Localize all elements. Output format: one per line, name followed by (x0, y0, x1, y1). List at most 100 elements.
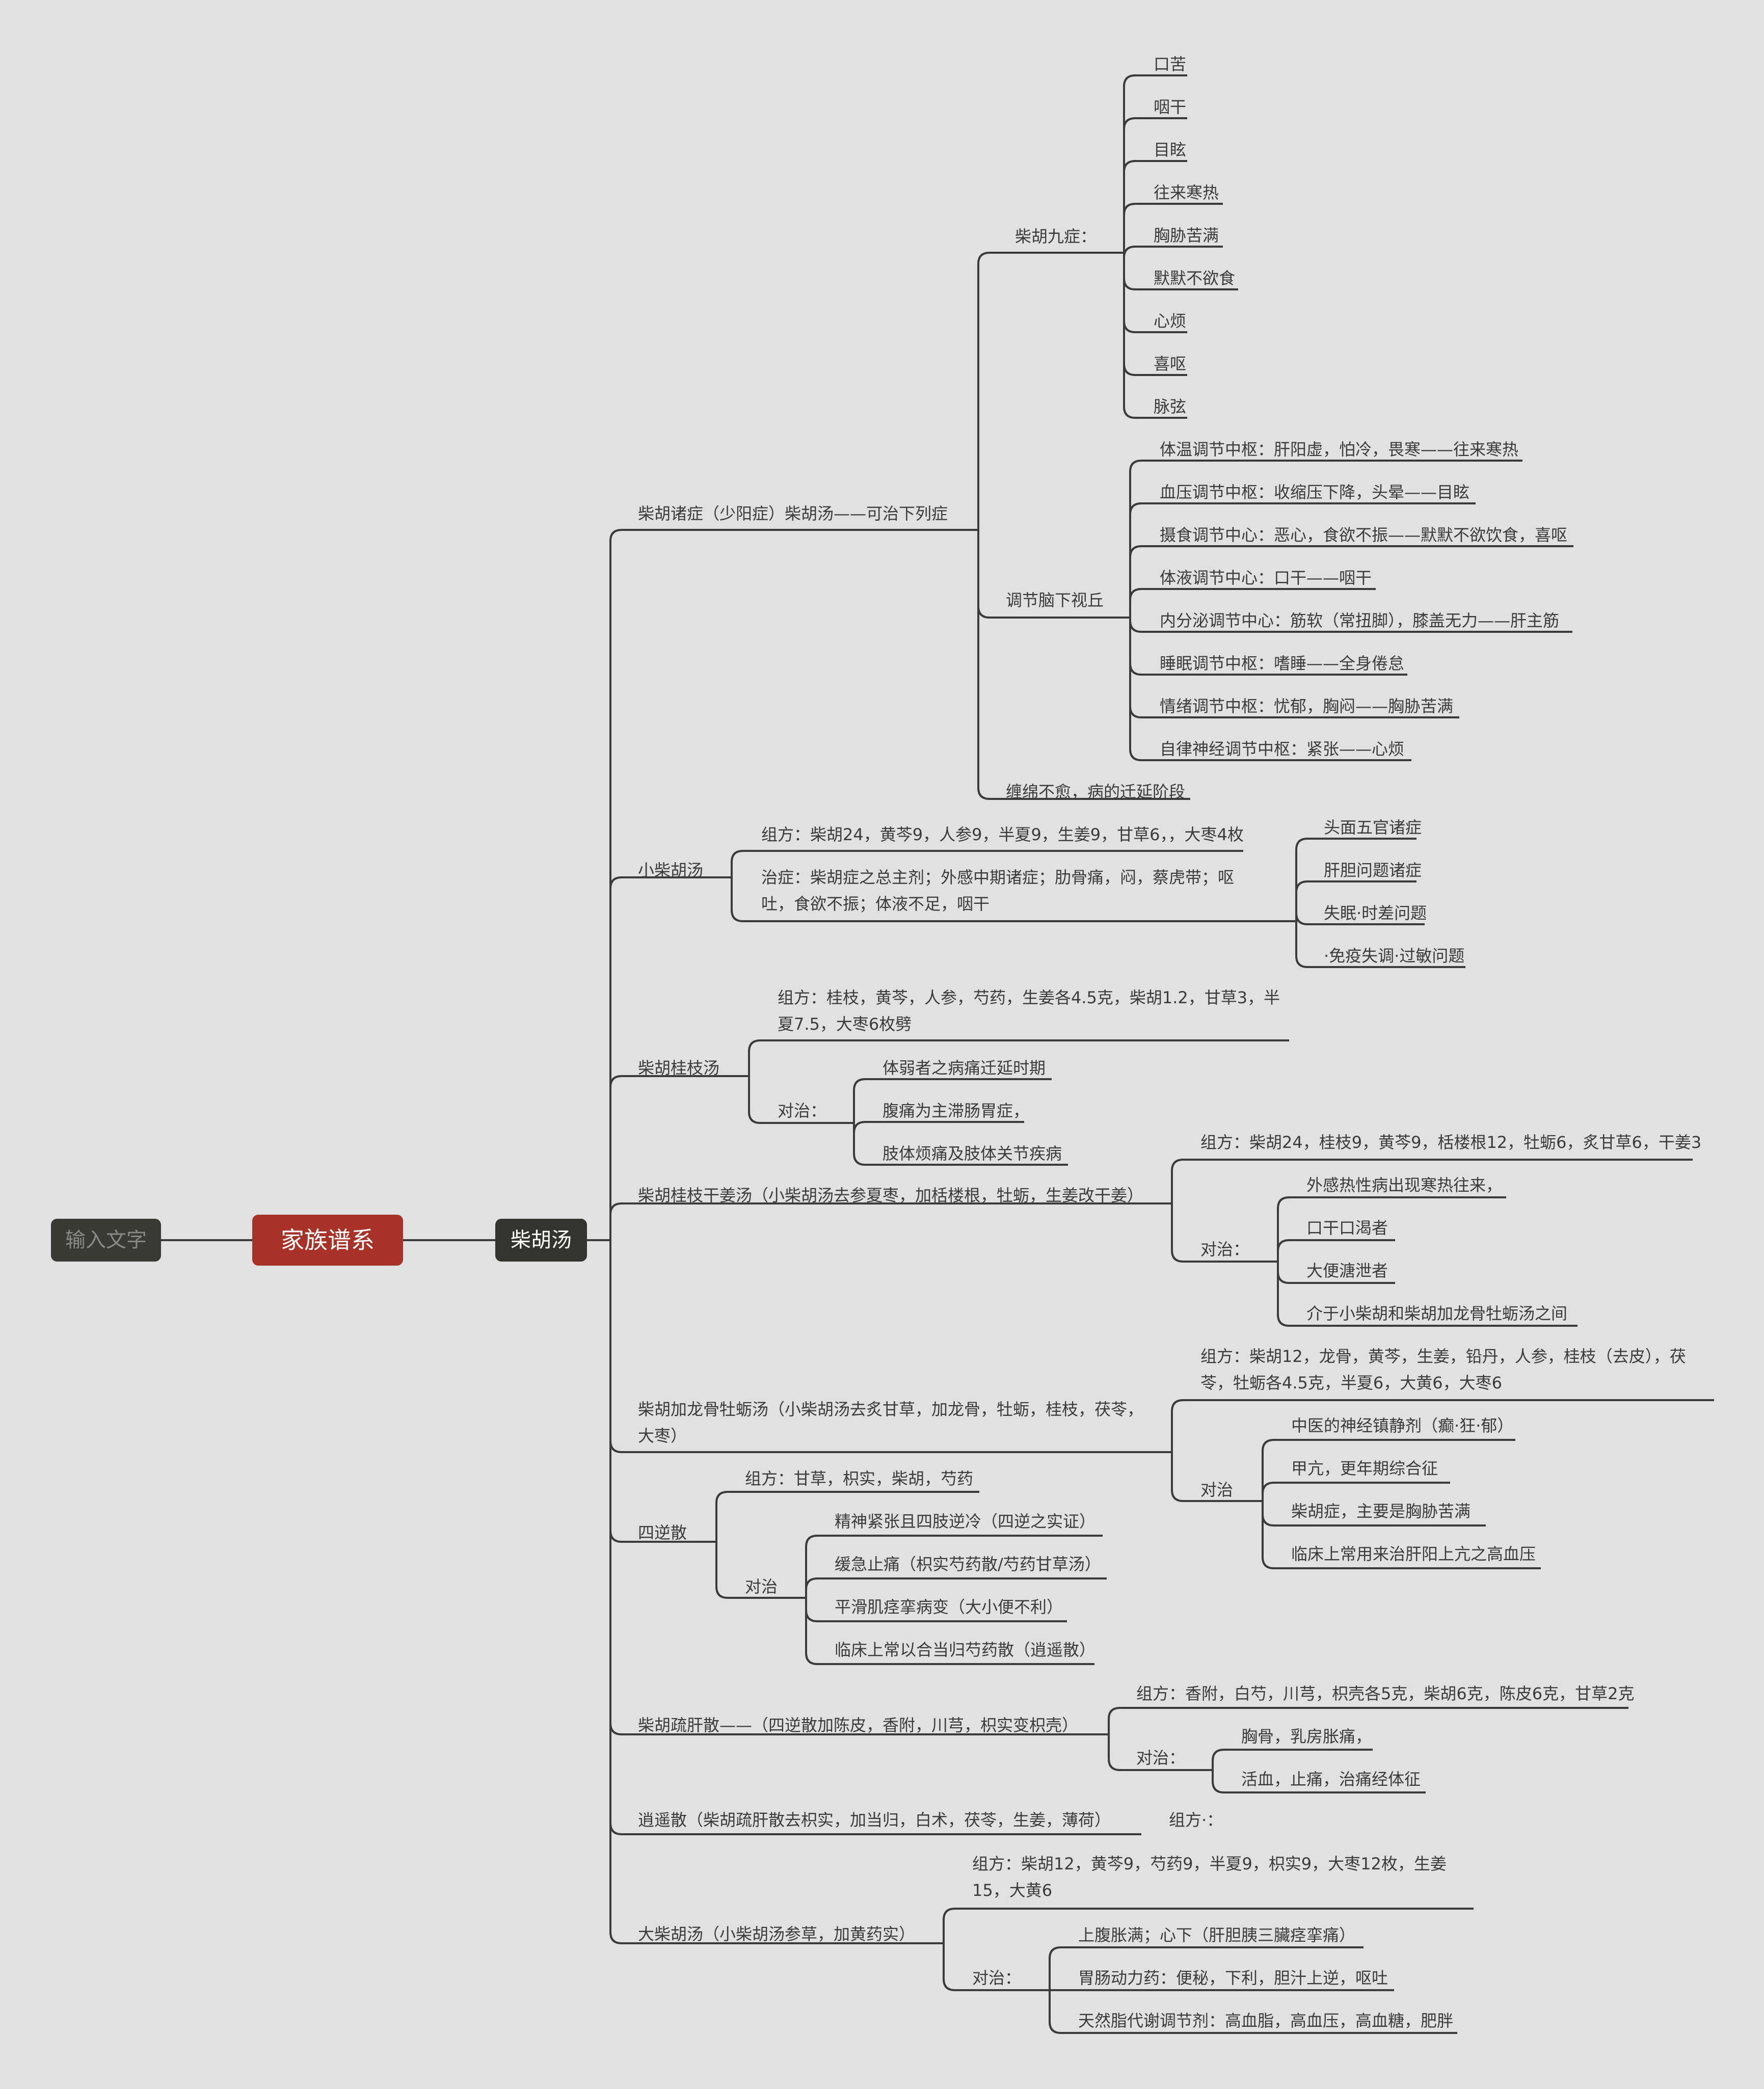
treatment-item[interactable]: 外感热性病出现寒热往来， (1306, 1175, 1503, 1195)
connector-curve (609, 1823, 622, 1835)
indication-item[interactable]: ·免疫失调·过敏问题 (1324, 946, 1465, 966)
topic-naoxia[interactable]: 调节脑下视丘 (1006, 591, 1104, 610)
topic-zhuzheng[interactable]: 柴胡诸症（少阳症）柴胡汤——可治下列症 (638, 504, 948, 523)
connector-curve (609, 1075, 622, 1088)
connector-curve (715, 1586, 728, 1599)
treatment-item[interactable]: 活血，止痛，治痛经体征 (1241, 1770, 1421, 1789)
treatment-item[interactable]: 肢体烦痛及肢体关节疾病 (883, 1144, 1062, 1163)
treatment-item[interactable]: 临床上常用来治肝阳上亢之高血压 (1291, 1544, 1536, 1564)
connector-curve (1123, 278, 1136, 290)
treatment-item[interactable]: 胸骨，乳房胀痛， (1241, 1727, 1372, 1746)
connector-curve (1108, 1758, 1120, 1771)
treatment-label[interactable]: 对治： (1200, 1240, 1250, 1259)
connector-curve (609, 1202, 622, 1215)
indication-text[interactable]: 治症：柴胡症之总主剂；外感中期诸症；肋骨痛，闷，蔡虎带；呕吐，食欲不振；体液不足… (761, 868, 1235, 914)
symptom-item[interactable]: 往来寒热 (1154, 183, 1219, 202)
connector-curve (1129, 460, 1142, 472)
indication-item[interactable]: 头面五官诸症 (1324, 818, 1422, 837)
input-text-node[interactable]: 输入文字 (51, 1219, 161, 1262)
connector-curve (1277, 1314, 1290, 1327)
treatment-item[interactable]: 体弱者之病痛迁延时期 (883, 1058, 1046, 1078)
connector-curve (1123, 363, 1136, 376)
main-topic-node[interactable]: 柴胡汤 (495, 1219, 587, 1262)
symptom-item[interactable]: 口苦 (1154, 55, 1187, 74)
recipe-text[interactable]: 组方：甘草，枳实，柴胡，芍药 (745, 1469, 974, 1488)
center-item[interactable]: 体液调节中心：口干——咽干 (1160, 568, 1372, 587)
treatment-item[interactable]: 甲亢，更年期综合征 (1291, 1459, 1438, 1478)
center-item[interactable]: 情绪调节中枢：忧郁，胸闷——胸胁苦满 (1160, 697, 1454, 716)
center-item[interactable]: 体温调节中枢：肝阳虚，怕冷，畏寒——往来寒热 (1160, 440, 1519, 459)
recipe-text[interactable]: 组方：柴胡12，龙骨，黄芩，生姜，铅丹，人参，桂枝（去皮），茯苓，牡蛎各4.5克… (1200, 1347, 1686, 1392)
topic-ganjiang[interactable]: 柴胡桂枝干姜汤（小柴胡汤去参夏枣，加栝楼根，牡蛎，生姜改干姜） (638, 1186, 1144, 1205)
treatment-label[interactable]: 对治 (1200, 1480, 1234, 1499)
symptom-item[interactable]: 脉弦 (1154, 397, 1187, 416)
treatment-item[interactable]: 天然脂代谢调节剂：高血脂，高血压，高血糖，肥胖 (1078, 2011, 1454, 2030)
treatment-item[interactable]: 中医的神经镇静剂（癫·狂·郁） (1291, 1416, 1514, 1435)
connector-curve (1212, 1781, 1224, 1793)
center-item[interactable]: 血压调节中枢：收缩压下降，头晕——目眩 (1160, 483, 1470, 502)
topic-chanmian[interactable]: 缠绵不愈，病的迁延阶段 (1006, 782, 1186, 801)
recipe-text[interactable]: 组方：柴胡24，黄芩9，人参9，半夏9，生姜9，甘草6，，大枣4枚 (761, 825, 1244, 844)
treatment-item[interactable]: 口干口渴者 (1306, 1218, 1388, 1238)
recipe-text[interactable]: 组方：香附，白芍，川芎，枳壳各5克，柴胡6克，陈皮6克，甘草2克 (1136, 1684, 1635, 1703)
root-node[interactable]: 家族谱系 (252, 1215, 403, 1266)
treatment-item[interactable]: 大便溏泄者 (1306, 1261, 1388, 1280)
center-item[interactable]: 摄食调节中心：恶心，食欲不振——默默不欲饮食，喜呕 (1160, 525, 1568, 545)
topic-dachaihu[interactable]: 大柴胡汤（小柴胡汤参草，加黄药实） (638, 1924, 916, 1944)
treatment-item[interactable]: 平滑肌痉挛病变（大小便不利） (835, 1597, 1063, 1617)
treatment-label[interactable]: 对治： (778, 1101, 827, 1120)
treatment-label[interactable]: 对治： (972, 1968, 1022, 1988)
topic-shugan[interactable]: 柴胡疏肝散——（四逆散加陈皮，香附，川芎，枳实变枳壳） (638, 1716, 1079, 1735)
connector-curve (609, 1932, 622, 1944)
topic-longgu[interactable]: 柴胡加龙骨牡蛎汤（小柴胡汤去炙甘草，加龙骨，牡蛎，桂枝，茯苓，大枣） (638, 1400, 1144, 1445)
treatment-label[interactable]: 对治 (745, 1577, 778, 1596)
connector-curve (1123, 246, 1136, 258)
recipe-text[interactable]: 组方：柴胡12，黄芩9，芍药9，半夏9，枳实9，大枣12枚，生姜15，大黄6 (972, 1854, 1447, 1900)
connector-curve (1262, 1439, 1274, 1452)
connector-curve (1123, 117, 1136, 130)
symptom-item[interactable]: 默默不欲食 (1154, 269, 1236, 288)
connector-curve (1049, 2021, 1061, 2034)
treatment-item[interactable]: 介于小柴胡和柴胡加龙骨牡蛎汤之间 (1306, 1304, 1568, 1323)
treatment-item[interactable]: 柴胡症，主要是胸胁苦满 (1291, 1502, 1471, 1521)
treatment-label[interactable]: 对治： (1136, 1748, 1186, 1767)
connector-curve (748, 1039, 761, 1052)
connector-curve (1129, 706, 1142, 718)
connector-curve (1295, 913, 1308, 925)
connector-curve (1171, 1159, 1184, 1171)
connector-curve (1262, 1557, 1274, 1569)
topic-guizhi[interactable]: 柴胡桂枝汤 (638, 1058, 720, 1078)
connector-curve (1049, 1946, 1061, 1959)
treatment-item[interactable]: 缓急止痛（枳实芍药散/芍药甘草汤） (835, 1555, 1101, 1574)
connector-curve (1129, 545, 1142, 558)
treatment-item[interactable]: 临床上常以合当归芍药散（逍遥散） (835, 1640, 1096, 1659)
connector-curve (977, 787, 990, 800)
symptom-item[interactable]: 胸胁苦满 (1154, 226, 1219, 245)
recipe-text[interactable]: 组方：桂枝，黄芩，人参，芍药，生姜各4.5克，柴胡1.2，甘草3，半夏7.5，大… (778, 988, 1280, 1034)
center-item[interactable]: 自律神经调节中枢：紧张——心烦 (1160, 739, 1405, 759)
connector-curve (977, 606, 990, 619)
symptom-item[interactable]: 咽干 (1154, 97, 1187, 117)
connector-curve (1129, 502, 1142, 515)
topic-xiaoyao[interactable]: 逍遥散（柴胡疏肝散去枳实，加当归，白术，茯苓，生姜，薄荷） (638, 1810, 1111, 1830)
connector-curve (805, 1610, 818, 1622)
topic-sini[interactable]: 四逆散 (638, 1523, 687, 1542)
topic-xiaochaihu[interactable]: 小柴胡汤 (638, 861, 704, 880)
indication-item[interactable]: 失眠·时差问题 (1324, 903, 1427, 923)
recipe-text[interactable]: 组方：柴胡24，桂枝9，黄芩9，栝楼根12，牡蛎6，炙甘草6，干姜3 (1200, 1133, 1702, 1152)
indication-item[interactable]: 肝胆问题诸症 (1324, 861, 1422, 880)
treatment-item[interactable]: 精神紧张且四肢逆冷（四逆之实证） (835, 1512, 1096, 1531)
treatment-item[interactable]: 胃肠动力药：便秘，下利，胆汁上逆，呕吐 (1078, 1968, 1388, 1988)
symptom-item[interactable]: 目眩 (1154, 140, 1187, 159)
symptom-item[interactable]: 喜呕 (1154, 354, 1187, 373)
center-item[interactable]: 睡眠调节中枢：嗜睡——全身倦怠 (1160, 654, 1405, 673)
symptom-item[interactable]: 心烦 (1154, 311, 1187, 331)
connector-curve (1129, 588, 1142, 601)
topic-jiuzheng[interactable]: 柴胡九症： (1015, 227, 1097, 246)
treatment-item[interactable]: 腹痛为主滞肠胃症， (883, 1101, 1030, 1120)
center-item[interactable]: 内分泌调节中心：筋软（常扭脚），膝盖无力——肝主筋 (1160, 611, 1560, 630)
connector-curve (1123, 203, 1136, 216)
recipe-text[interactable]: 组方·： (1169, 1810, 1223, 1830)
treatment-item[interactable]: 上腹胀满；心下（肝胆胰三臟痉挛痛） (1078, 1925, 1356, 1945)
